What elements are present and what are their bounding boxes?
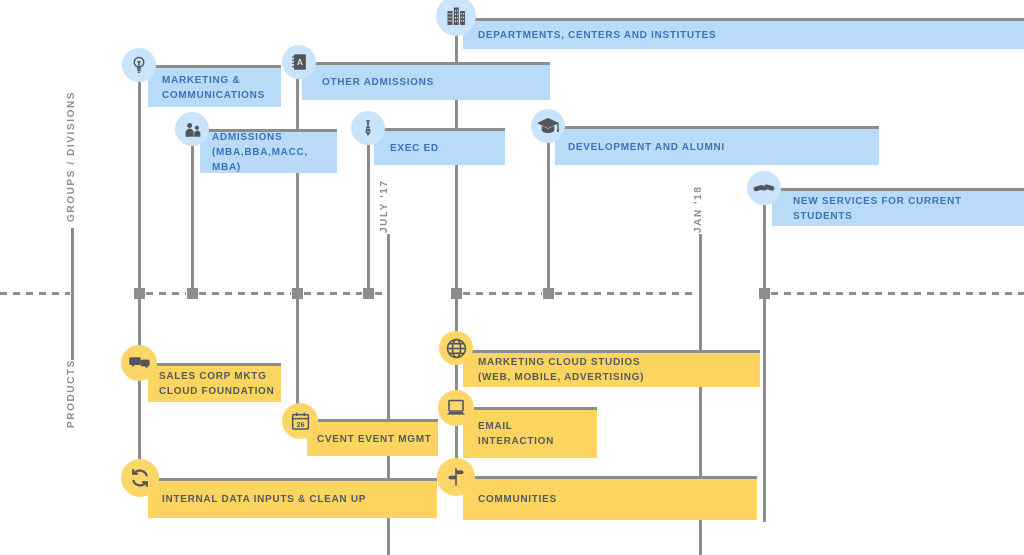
product-icon-circle-sales-corp (121, 345, 157, 381)
product-label: CVENT EVENT MGMT (317, 433, 432, 445)
group-label: NEW SERVICES FOR CURRENT STUDENTS (793, 195, 962, 222)
signpost-icon (448, 468, 464, 486)
calendar-day: 26 (296, 420, 304, 428)
lightbulb-icon (133, 56, 145, 73)
milestone-line-july17 (386, 234, 390, 555)
timeline-dash (146, 292, 186, 295)
connector-departments (454, 12, 458, 477)
product-bar-marketing-cloud-studios: MARKETING CLOUD STUDIOS (WEB, MOBILE, AD… (463, 350, 760, 387)
timeline-node (542, 288, 554, 299)
axis-line (70, 228, 74, 360)
group-label: EXEC ED (390, 142, 439, 154)
timeline-dash (0, 292, 70, 295)
axis-top-label: GROUPS / DIVISIONS (66, 90, 77, 222)
timeline-dash (555, 292, 696, 295)
timeline-node (450, 288, 462, 299)
group-label: ADMISSIONS (MBA,BBA,MACC, MBA) (212, 132, 308, 173)
product-icon-circle-communities (437, 458, 475, 496)
group-bar-departments: DEPARTMENTS, CENTERS AND INSTITUTES (463, 18, 1024, 49)
chat-bubbles-icon (128, 356, 150, 369)
timeline-dash (375, 292, 385, 295)
product-label: SALES CORP MKTG CLOUD FOUNDATION (159, 371, 275, 397)
group-icon-circle-exec-ed (351, 111, 385, 145)
group-bar-new-services: NEW SERVICES FOR CURRENT STUDENTS (772, 188, 1024, 226)
group-label: DEPARTMENTS, CENTERS AND INSTITUTES (478, 29, 717, 41)
product-bar-communities: COMMUNITIES (463, 476, 757, 520)
timeline-node (362, 288, 374, 299)
product-icon-circle-internal-data (121, 459, 159, 497)
laptop-icon (446, 399, 466, 415)
timeline-dash (771, 292, 1024, 295)
product-icon-circle-marketing-cloud (439, 331, 473, 365)
group-icon-circle-departments (436, 0, 476, 36)
connector-exec-ed (366, 127, 370, 293)
necktie-icon (365, 120, 371, 136)
connector-marketing (137, 64, 141, 478)
notebook-icon: A (292, 54, 306, 70)
product-bar-internal-data: INTERNAL DATA INPUTS & CLEAN UP (148, 478, 437, 518)
group-bar-development-alumni: DEVELOPMENT AND ALUMNI (555, 126, 879, 165)
milestone-line-jan18 (698, 234, 702, 555)
group-icon-circle-development (531, 109, 565, 143)
timeline-dash (463, 292, 542, 295)
product-bar-email-interaction: EMAIL INTERACTION (463, 407, 597, 458)
milestone-label-july17: JULY '17 (379, 179, 390, 233)
group-label: MARKETING & COMMUNICATIONS (162, 74, 265, 101)
group-icon-circle-new-services (747, 171, 781, 205)
people-icon (185, 122, 200, 137)
product-icon-circle-email (438, 390, 474, 426)
group-icon-circle-other-admissions: A (282, 45, 316, 79)
sync-icon (132, 469, 148, 487)
product-bar-sales-corp: SALES CORP MKTG CLOUD FOUNDATION (148, 363, 281, 402)
milestone-label-jan18: JAN '18 (693, 185, 704, 233)
timeline-node (758, 288, 770, 299)
timeline-dash (304, 292, 362, 295)
product-label: MARKETING CLOUD STUDIOS (WEB, MOBILE, AD… (478, 357, 645, 383)
product-icon-circle-cvent: 26 (282, 403, 318, 439)
group-icon-circle-marketing (122, 48, 156, 82)
group-bar-exec-ed: EXEC ED (374, 128, 505, 165)
product-label: EMAIL INTERACTION (478, 421, 555, 447)
group-icon-circle-admissions (175, 112, 209, 146)
connector-admissions (190, 128, 194, 293)
group-bar-marketing-communications: MARKETING & COMMUNICATIONS (148, 65, 281, 107)
group-bar-other-admissions: OTHER ADMISSIONS (302, 62, 550, 100)
connector-new-services (762, 187, 766, 522)
product-bar-cvent: CVENT EVENT MGMT (307, 419, 438, 456)
graduation-cap-icon (536, 117, 560, 134)
calendar-icon: 26 (291, 412, 309, 430)
timeline-node (133, 288, 145, 299)
group-label: OTHER ADMISSIONS (322, 77, 434, 88)
buildings-icon (447, 7, 466, 25)
timeline-node (186, 288, 198, 299)
timeline-node (291, 288, 303, 299)
group-label: DEVELOPMENT AND ALUMNI (568, 141, 725, 153)
globe-icon (446, 338, 466, 358)
timeline-dash (199, 292, 291, 295)
product-label: COMMUNITIES (478, 494, 557, 505)
connector-development (546, 125, 550, 293)
svg-text:A: A (297, 58, 303, 67)
group-bar-admissions: ADMISSIONS (MBA,BBA,MACC, MBA) (200, 129, 337, 173)
axis-bottom-label: PRODUCTS (66, 359, 77, 428)
connector-other-admissions (295, 61, 299, 421)
handshake-icon (753, 184, 775, 192)
product-label: INTERNAL DATA INPUTS & CLEAN UP (162, 494, 367, 505)
